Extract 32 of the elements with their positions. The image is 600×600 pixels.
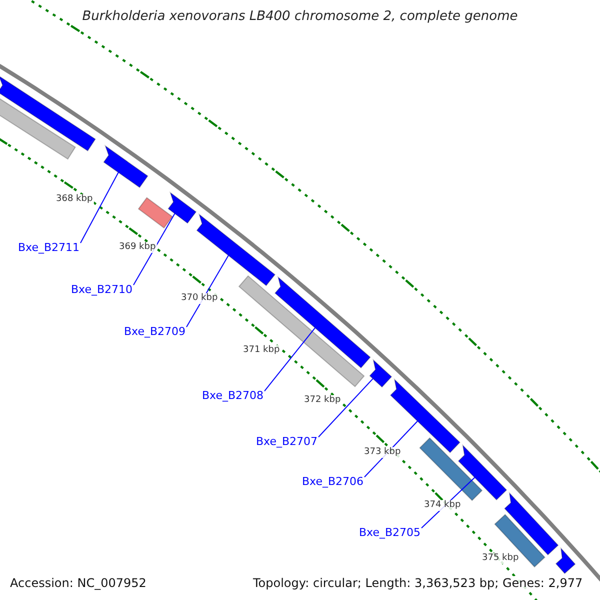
gene-feature (458, 444, 508, 500)
gene-label: Bxe_B2707 (256, 435, 318, 448)
leader-line (133, 213, 176, 286)
scale-label: 370 kbp (180, 293, 219, 304)
scale-label: 373 kbp (363, 447, 402, 458)
title: Burkholderia xenovorans LB400 chromosome 2, complete genome (81, 9, 519, 25)
leader-line (318, 378, 374, 438)
scale-label: 372 kbp (303, 395, 342, 406)
info-text: Topology: circular; Length: 3,363,523 bp; Genes: 2,977 (252, 576, 584, 590)
gene-feature (168, 191, 197, 224)
info-text: Accession: NC_007952 (9, 576, 148, 590)
gene-feature (555, 546, 576, 574)
gene-feature (238, 275, 365, 388)
gene-label: Bxe_B2708 (202, 389, 264, 402)
scale-label: 371 kbp (242, 345, 281, 356)
scale-label: 369 kbp (118, 242, 157, 253)
gene-feature (138, 197, 173, 229)
scale-label: 374 kbp (423, 500, 462, 511)
gene-label: Bxe_B2706 (302, 475, 364, 488)
gene-feature (196, 213, 276, 286)
leader-line (264, 327, 316, 392)
gene-feature (369, 358, 392, 388)
scale-label: 375 kbp (481, 553, 520, 564)
gene-label: Bxe_B2711 (18, 241, 80, 254)
gene-label: Bxe_B2709 (124, 325, 186, 338)
gene-label: Bxe_B2705 (359, 526, 421, 540)
scale-label: 368 kbp (55, 194, 94, 205)
gene-label: Bxe_B2710 (71, 283, 133, 296)
gene-feature (103, 144, 148, 188)
gene-feature (419, 437, 483, 502)
gene-feature (0, 74, 96, 152)
leader-line (80, 172, 119, 244)
